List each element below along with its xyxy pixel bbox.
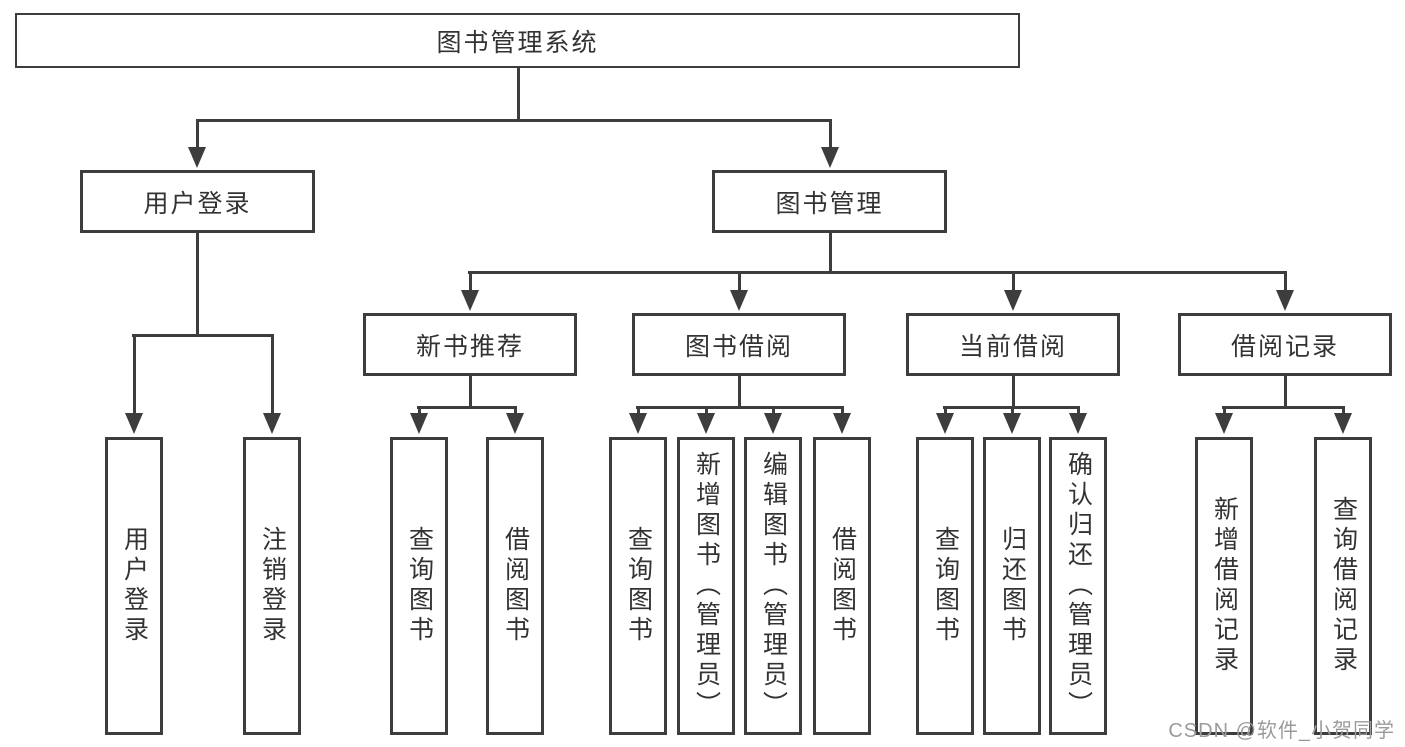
arrowhead-down-icon — [410, 413, 428, 434]
connector-line — [513, 407, 517, 417]
node-user-login: 用户登录 — [80, 170, 315, 233]
arrowhead-down-icon — [506, 413, 524, 434]
connector-line — [468, 271, 472, 292]
node-book-borrow: 图书借阅 — [632, 313, 846, 376]
connector-line — [1011, 376, 1015, 409]
arrowhead-down-icon — [1334, 413, 1352, 434]
leaf-query-books-borrow: 查询图书 — [609, 437, 667, 735]
arrowhead-down-icon — [1004, 290, 1022, 311]
arrowhead-down-icon — [697, 413, 715, 434]
node-current-borrow: 当前借阅 — [906, 313, 1120, 376]
node-book-borrow-label: 图书借阅 — [684, 332, 793, 361]
node-current-borrow-label: 当前借阅 — [958, 332, 1067, 361]
connector-line — [636, 407, 640, 417]
connector-line — [737, 376, 741, 409]
leaf-query-books-current: 查询图书 — [916, 437, 974, 735]
node-borrow-records-label: 借阅记录 — [1230, 332, 1339, 361]
leaf-borrow-books-recommend: 借阅图书 — [486, 437, 544, 735]
connector-line — [132, 333, 274, 337]
csdn-watermark: CSDN @软件_小贺同学 — [1168, 720, 1395, 742]
leaf-add-borrow-record: 新增借阅记录 — [1195, 437, 1253, 735]
connector-line — [771, 407, 775, 417]
connector-line — [196, 118, 832, 122]
connector-line — [1283, 271, 1287, 292]
arrowhead-down-icon — [1215, 413, 1233, 434]
arrowhead-down-icon — [263, 413, 281, 434]
connector-line — [1341, 407, 1345, 417]
connector-line — [1076, 407, 1080, 417]
connector-line — [270, 335, 274, 414]
connector-line — [1283, 376, 1287, 409]
arrowhead-down-icon — [629, 413, 647, 434]
connector-line — [840, 407, 844, 417]
node-new-book-recommend-label: 新书推荐 — [415, 332, 524, 361]
node-book-management: 图书管理 — [712, 170, 947, 233]
node-book-management-label: 图书管理 — [775, 189, 884, 218]
leaf-add-book-admin: 新增图书（管理员） — [677, 437, 735, 735]
node-user-login-label: 用户登录 — [143, 189, 252, 218]
leaf-user-login: 用户登录 — [105, 437, 163, 735]
arrowhead-down-icon — [821, 147, 839, 168]
connector-line — [943, 405, 1080, 409]
node-borrow-records: 借阅记录 — [1178, 313, 1392, 376]
arrowhead-down-icon — [1003, 413, 1021, 434]
connector-line — [132, 335, 136, 414]
arrowhead-down-icon — [188, 147, 206, 168]
connector-line — [1011, 271, 1015, 292]
leaf-logout: 注销登录 — [243, 437, 301, 735]
connector-line — [1010, 407, 1014, 417]
arrowhead-down-icon — [833, 413, 851, 434]
arrowhead-down-icon — [125, 413, 143, 434]
node-root-label: 图书管理系统 — [436, 28, 599, 57]
connector-line — [468, 376, 472, 409]
connector-line — [195, 233, 199, 337]
connector-line — [636, 405, 844, 409]
leaf-return-book: 归还图书 — [983, 437, 1041, 735]
arrowhead-down-icon — [764, 413, 782, 434]
connector-line — [828, 233, 832, 274]
arrowhead-down-icon — [730, 290, 748, 311]
arrowhead-down-icon — [1069, 413, 1087, 434]
arrowhead-down-icon — [936, 413, 954, 434]
connector-line — [417, 405, 517, 409]
leaf-query-borrow-record: 查询借阅记录 — [1314, 437, 1372, 735]
connector-line — [1222, 405, 1345, 409]
connector-line — [737, 271, 741, 292]
connector-line — [828, 119, 832, 149]
node-root: 图书管理系统 — [15, 13, 1020, 68]
arrowhead-down-icon — [1276, 290, 1294, 311]
connector-line — [943, 407, 947, 417]
node-new-book-recommend: 新书推荐 — [363, 313, 577, 376]
connector-line — [417, 407, 421, 417]
connector-line — [704, 407, 708, 417]
leaf-edit-book-admin: 编辑图书（管理员） — [744, 437, 802, 735]
leaf-confirm-return-admin: 确认归还（管理员） — [1049, 437, 1107, 735]
connector-line — [516, 66, 520, 121]
arrowhead-down-icon — [461, 290, 479, 311]
connector-line — [468, 270, 1287, 274]
leaf-borrow-books: 借阅图书 — [813, 437, 871, 735]
connector-line — [195, 119, 199, 149]
connector-line — [1222, 407, 1226, 417]
leaf-query-books-recommend: 查询图书 — [390, 437, 448, 735]
